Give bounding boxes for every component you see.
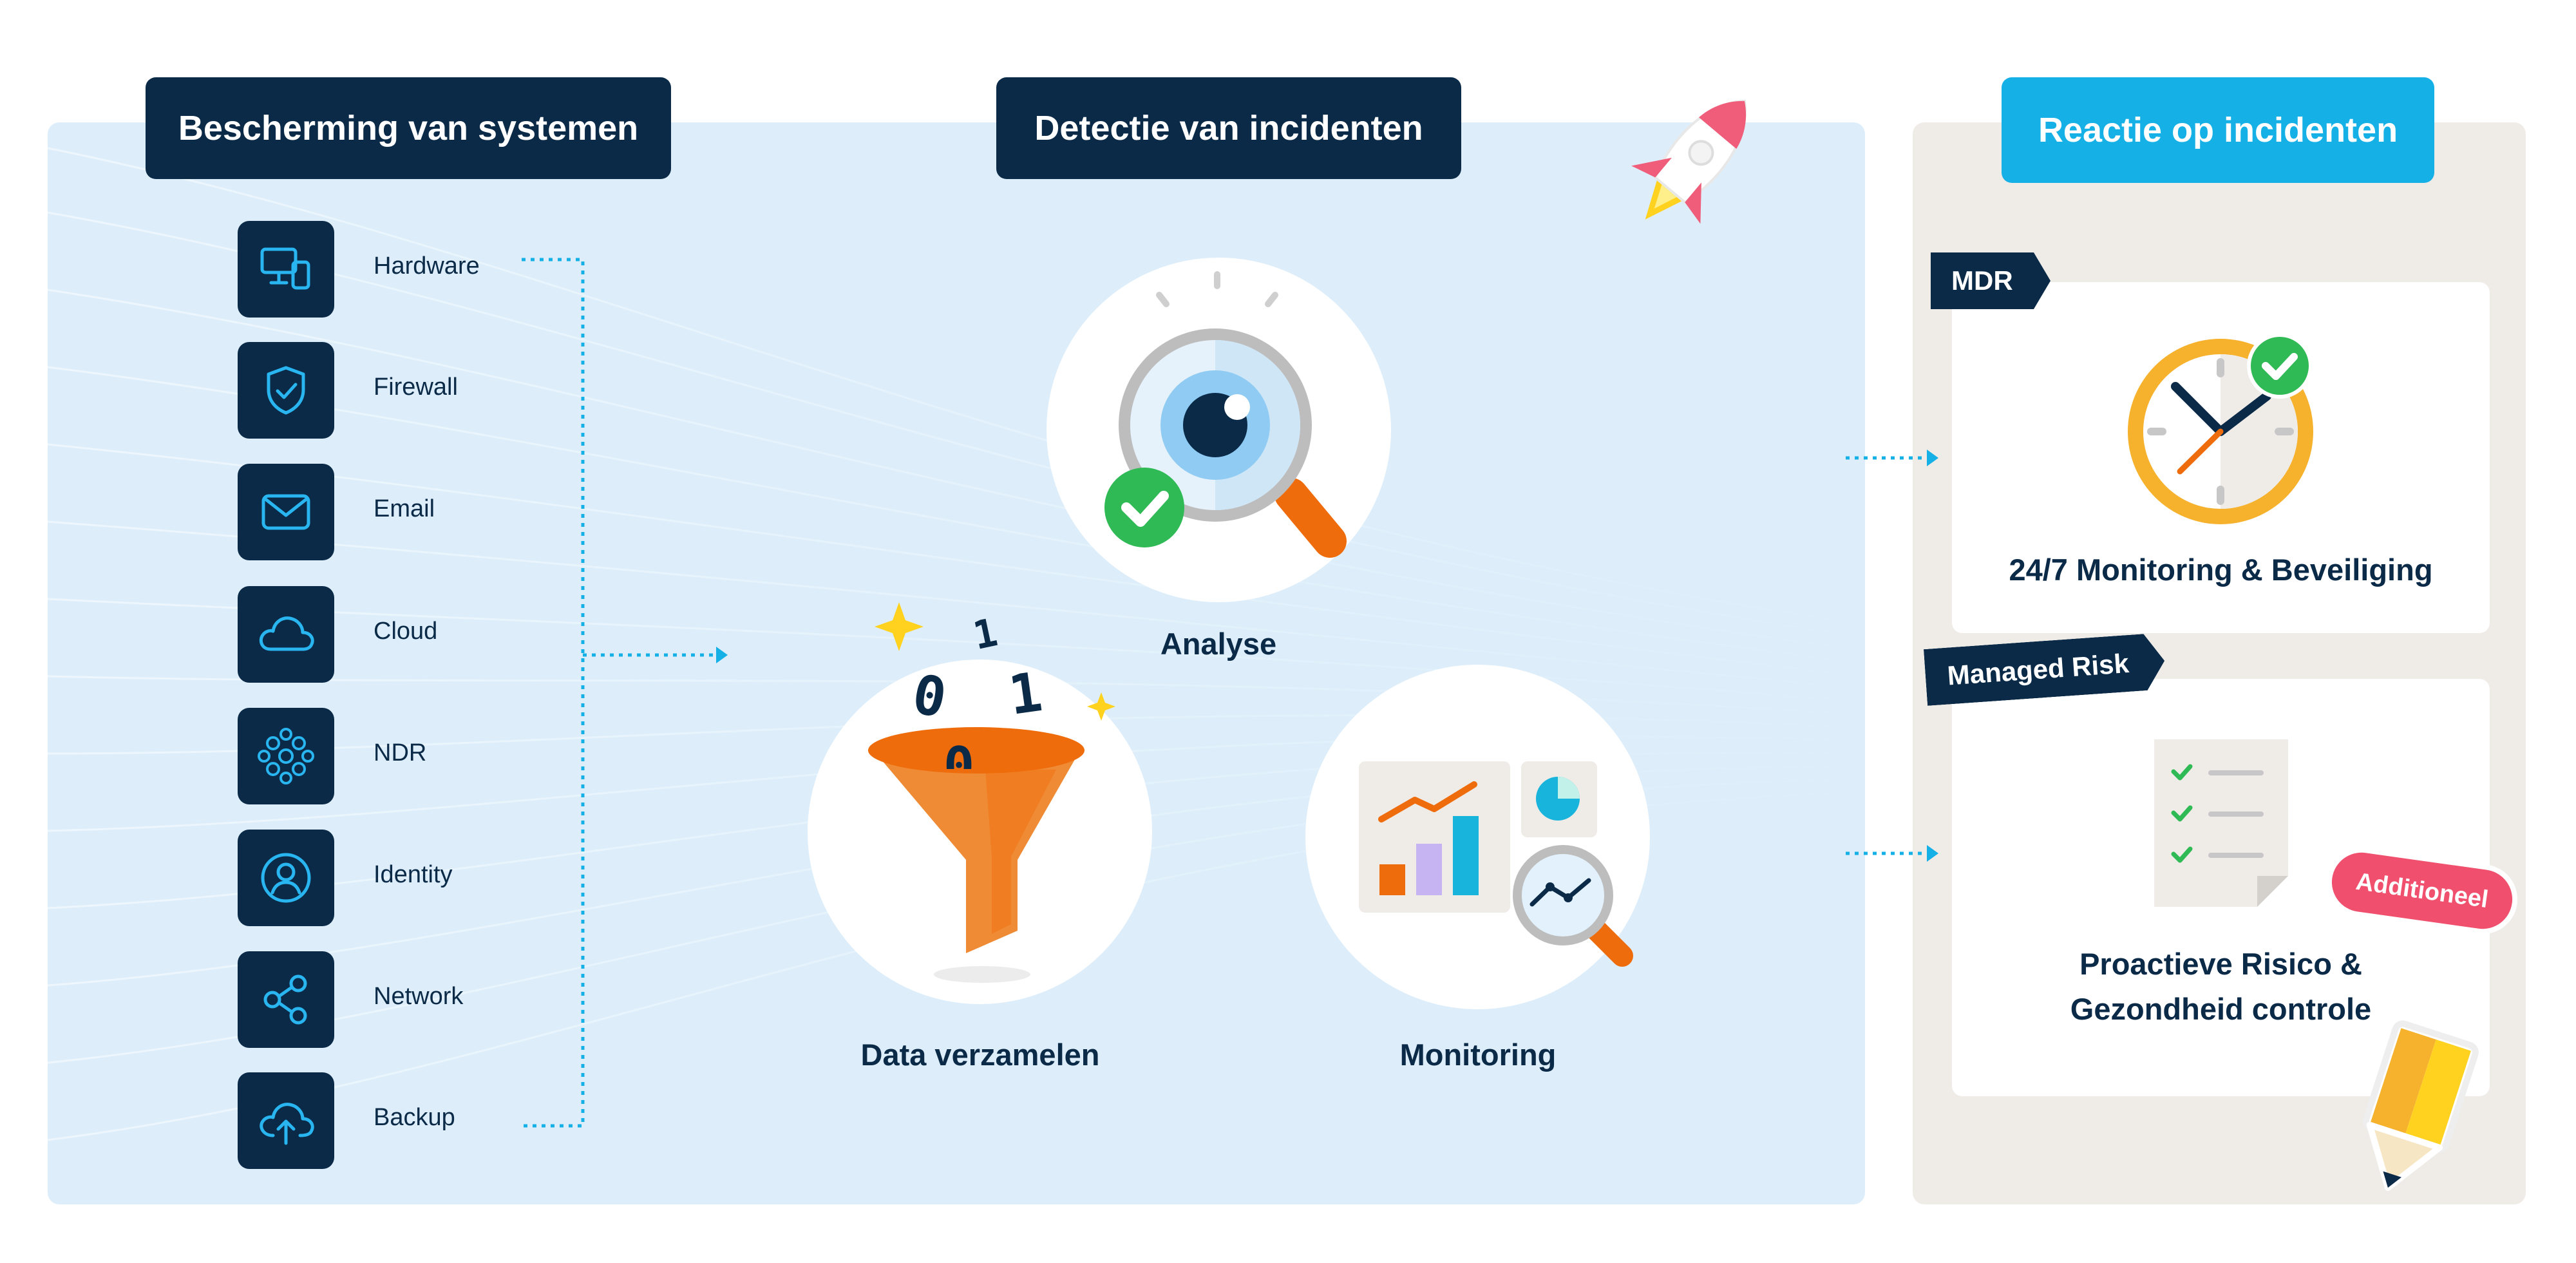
funnel-icon [868,602,1115,983]
checklist-document-icon [2154,739,2288,907]
system-label-firewall: Firewall [374,374,458,401]
pencil-icon [2362,1020,2479,1192]
system-label-cloud: Cloud [374,618,438,645]
mdr-card-title: 24/7 Monitoring & Beveiliging [2009,553,2433,587]
collect-label: Data verzamelen [860,1038,1100,1072]
dashboard-magnifier-icon [1359,761,1633,967]
user-circle-icon [238,830,334,926]
managed-risk-card-title-line2: Gezondheid controle [2070,992,2372,1026]
system-label-network: Network [374,983,464,1010]
mdr-tag: MDR [1931,252,2050,309]
envelope-icon [238,464,334,560]
detection-section-title: Detectie van incidenten [996,77,1461,179]
protection-section-title: Bescherming van systemen [146,77,671,179]
clock-check-icon [2128,333,2313,524]
system-label-identity: Identity [374,861,453,888]
analyse-label: Analyse [1160,627,1277,661]
magnifier-eye-icon [1104,271,1347,558]
binary-digit-in-funnel: 0 [943,741,982,769]
network-mesh-icon [238,708,334,804]
devices-icon [238,221,334,318]
rocket-icon [1631,99,1747,224]
monitoring-label: Monitoring [1399,1038,1557,1072]
system-label-email: Email [374,495,435,522]
managed-risk-card-title-line1: Proactieve Risico & [2079,947,2362,981]
share-nodes-icon [238,951,334,1048]
system-label-ndr: NDR [374,739,427,766]
cloud-upload-icon [238,1072,334,1169]
system-label-backup: Backup [374,1104,455,1131]
system-label-hardware: Hardware [374,252,480,280]
response-section-title: Reactie op incidenten [2002,77,2434,183]
cloud-icon [238,586,334,683]
shield-check-icon [238,342,334,439]
